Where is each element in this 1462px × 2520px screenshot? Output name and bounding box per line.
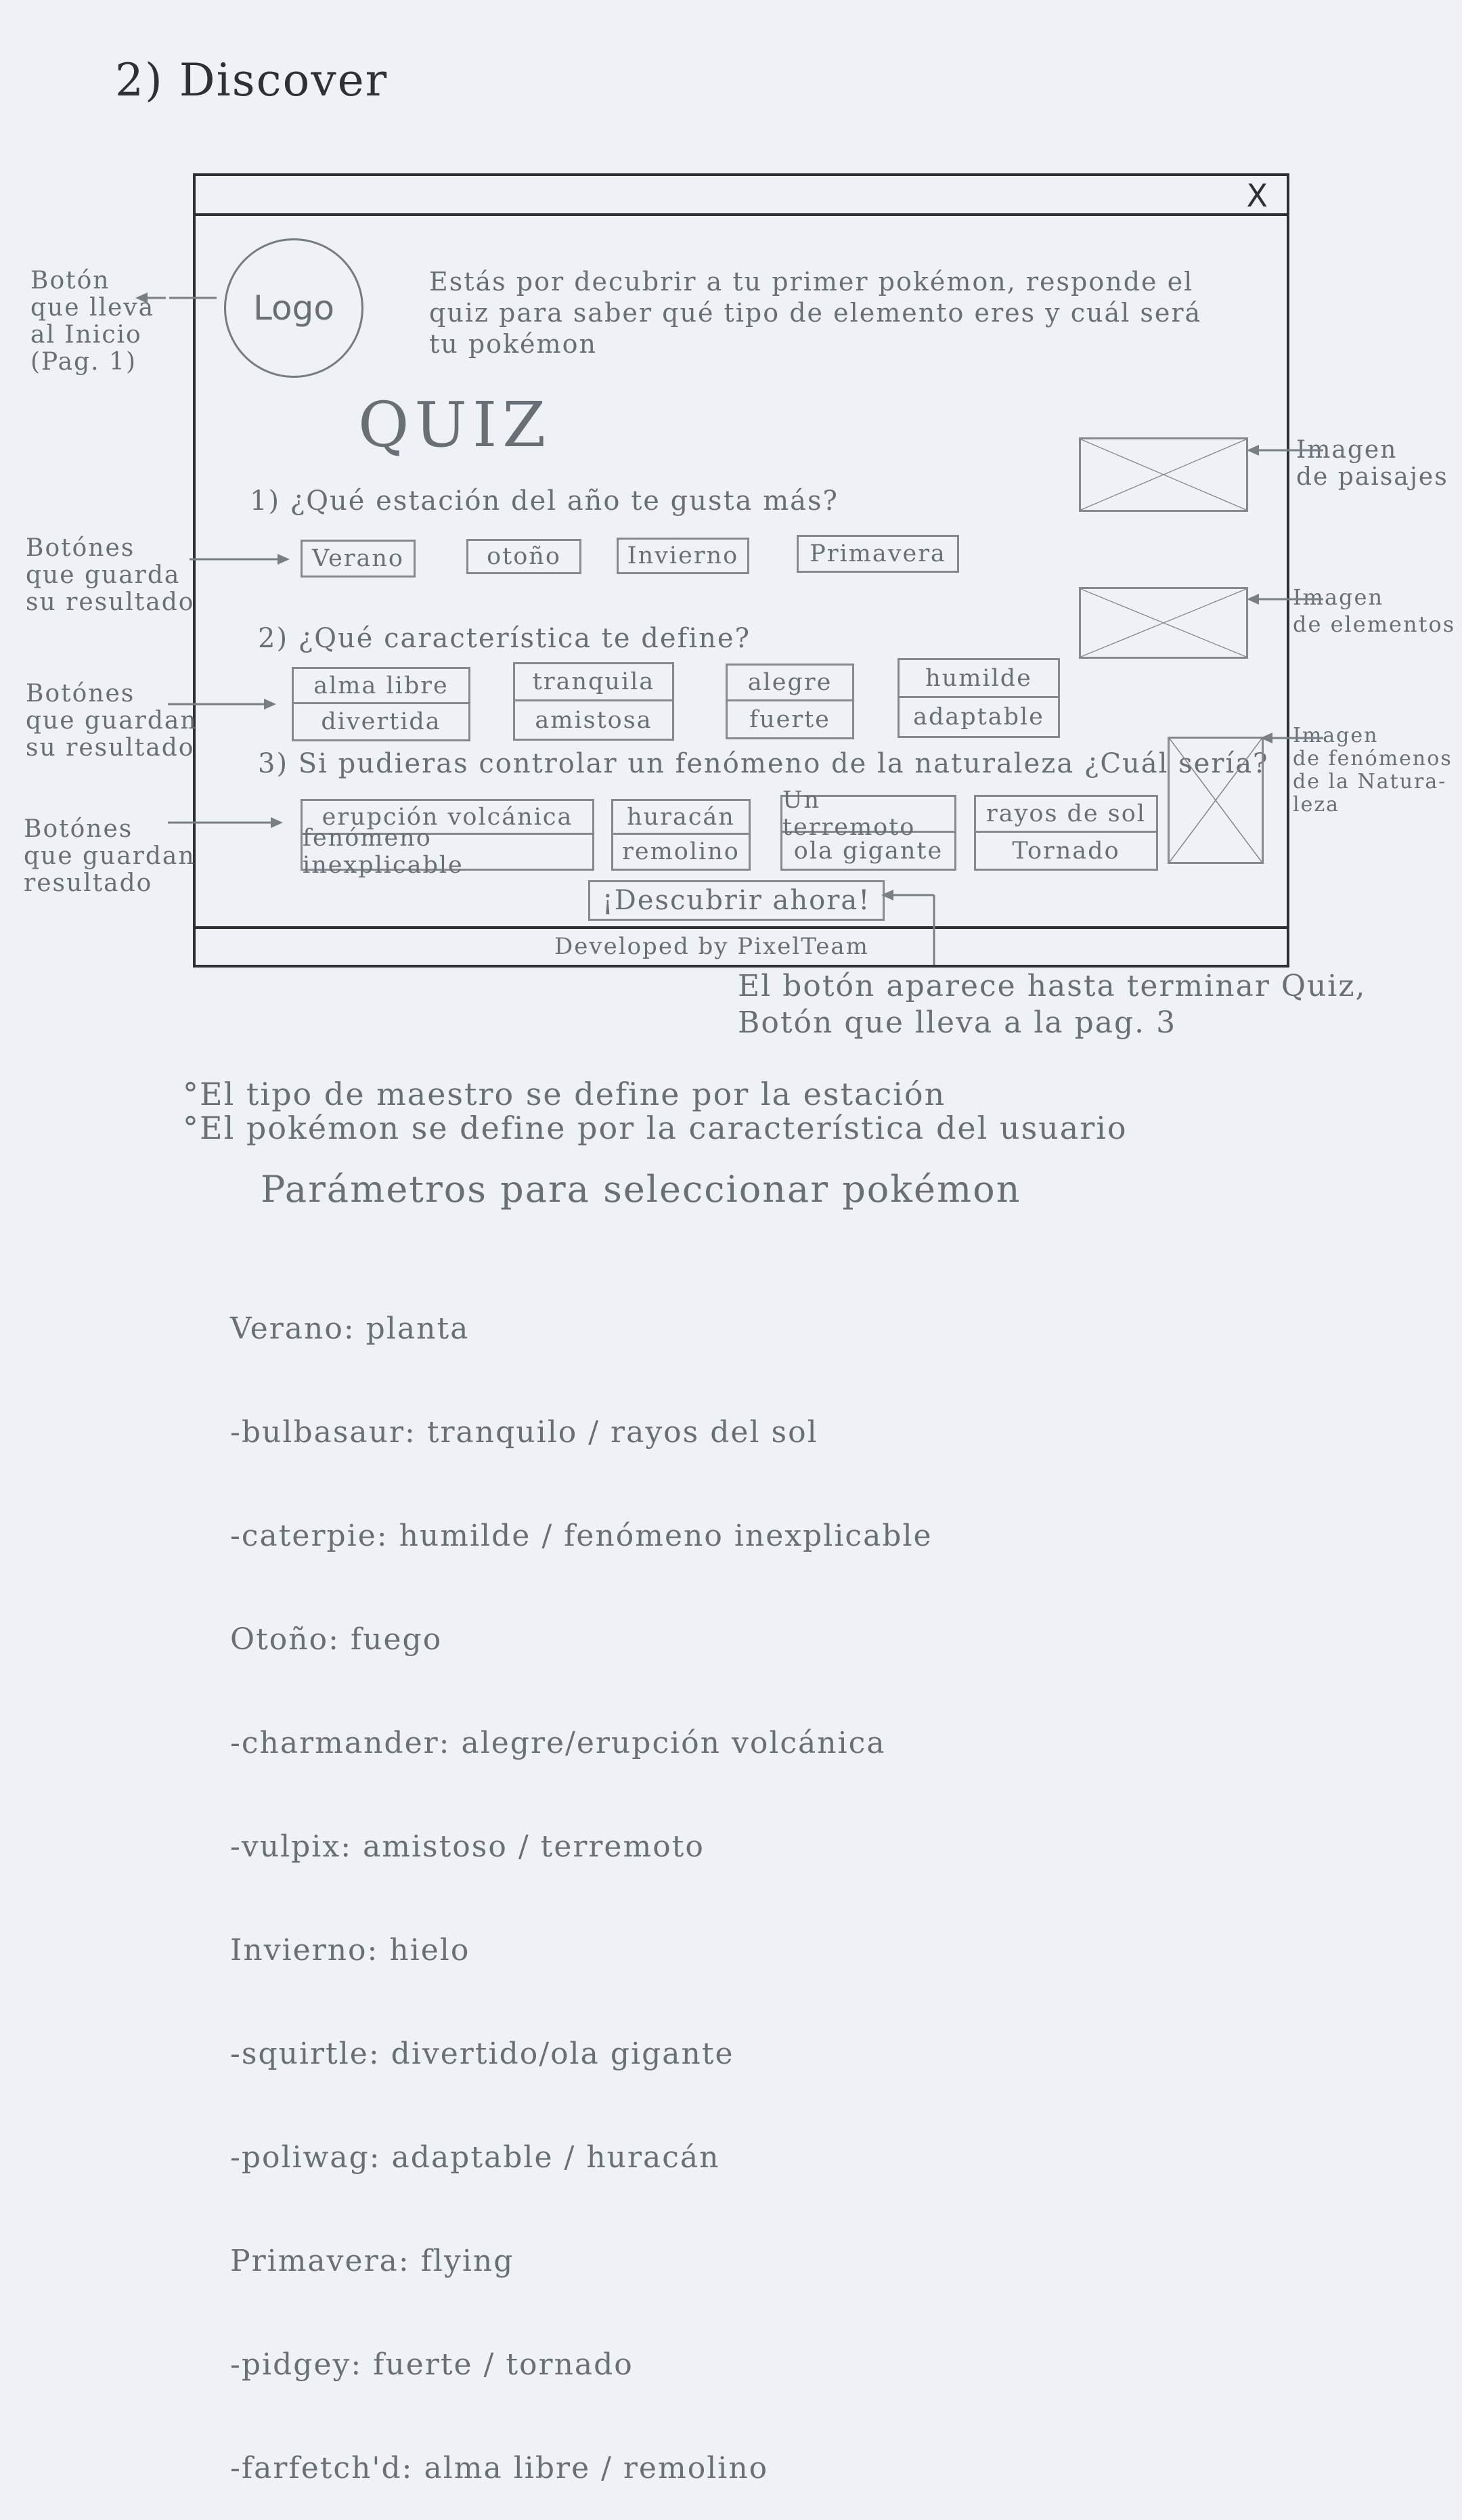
option-divertida[interactable]: divertida <box>321 708 441 735</box>
app-window: X Logo Estás por decubrir a tu primer po… <box>193 173 1289 968</box>
image-placeholder-fenomenos <box>1168 737 1264 864</box>
annotation-cta: El botón aparece hasta terminar Quiz, Bo… <box>738 969 1367 1040</box>
page-title: 2) Discover <box>115 54 389 106</box>
title-bar: X <box>196 176 1287 216</box>
list-item: -charmander: alegre/erupción volcánica <box>230 1726 886 1760</box>
option-alma-libre[interactable]: alma libre <box>294 669 468 704</box>
annotation-q2-buttons: Botónes que guardan su resultado <box>26 680 198 762</box>
pair-q2-1: alma libre divertida <box>292 667 470 741</box>
pair-q2-2: tranquila amistosa <box>513 662 674 741</box>
pair-q3-1: erupción volcánica fenómeno inexplicable <box>301 799 594 879</box>
list-item: -poliwag: adaptable / huracán <box>230 2140 720 2175</box>
list-item: -pidgey: fuerte / tornado <box>230 2347 634 2382</box>
image-placeholder-paisajes <box>1079 437 1248 512</box>
annotation-q1-buttons: Botónes que guarda su resultado <box>26 534 195 616</box>
option-rayos-de-sol[interactable]: rayos de sol <box>976 797 1156 833</box>
list-item: Otoño: fuego <box>230 1622 443 1657</box>
pair-q3-2: huracán remolino <box>611 799 751 871</box>
option-otono[interactable]: otoño <box>466 539 581 574</box>
question-2: 2) ¿Qué característica te define? <box>258 623 751 654</box>
list-item: Verano: planta <box>230 1311 470 1346</box>
option-tornado[interactable]: Tornado <box>1012 837 1120 865</box>
annotation-imagen-paisajes: Imagen de paisajes <box>1296 436 1448 491</box>
pair-q2-4: humilde adaptable <box>898 658 1060 738</box>
annotation-imagen-fenomenos: Imagen de fenómenos de la Natura- leza <box>1293 724 1453 817</box>
annotation-q3-buttons: Botónes que guardan resultado <box>24 815 196 897</box>
option-fuerte[interactable]: fuerte <box>749 705 830 733</box>
option-remolino[interactable]: remolino <box>622 838 740 865</box>
option-terremoto[interactable]: Un terremoto <box>782 787 954 841</box>
question-1: 1) ¿Qué estación del año te gusta más? <box>250 485 839 517</box>
option-alegre[interactable]: alegre <box>728 666 852 701</box>
discover-now-button[interactable]: ¡Descubrir ahora! <box>588 880 885 921</box>
note-bullet-1: °El tipo de maestro se define por la est… <box>183 1076 946 1112</box>
list-item: -bulbasaur: tranquilo / rayos del sol <box>230 1415 818 1450</box>
params-list: Verano: planta -bulbasaur: tranquilo / r… <box>230 1242 933 2520</box>
pair-q2-3: alegre fuerte <box>726 664 854 739</box>
option-ola-gigante[interactable]: ola gigante <box>793 837 944 865</box>
image-placeholder-elementos <box>1079 587 1248 659</box>
option-invierno[interactable]: Invierno <box>617 538 749 574</box>
list-item: -squirtle: divertido/ola gigante <box>230 2037 734 2071</box>
annotation-logo-button: Botón que lleva al Inicio (Pag. 1) <box>30 267 155 376</box>
pair-q3-4: rayos de sol Tornado <box>974 795 1158 871</box>
annotation-imagen-elementos: Imagen de elementos <box>1293 584 1456 637</box>
question-3: 3) Si pudieras controlar un fenómeno de … <box>258 748 1269 779</box>
list-item: -farfetch'd: alma libre / remolino <box>230 2451 769 2485</box>
list-item: Invierno: hielo <box>230 1933 470 1968</box>
quiz-title: QUIZ <box>358 389 552 461</box>
option-huracan[interactable]: huracán <box>613 801 749 835</box>
option-fenomeno-inexplicable[interactable]: fenómeno inexplicable <box>303 825 464 879</box>
list-item: Primavera: flying <box>230 2244 514 2278</box>
params-title: Parámetros para seleccionar pokémon <box>261 1168 1021 1211</box>
footer-text: Developed by PixelTeam <box>554 933 869 960</box>
option-humilde[interactable]: humilde <box>900 660 1058 698</box>
list-item: -caterpie: humilde / fenómeno inexplicab… <box>230 1519 933 1553</box>
close-icon[interactable]: X <box>1246 177 1268 214</box>
option-verano[interactable]: Verano <box>301 540 416 578</box>
intro-text: Estás por decubrir a tu primer pokémon, … <box>429 267 1202 359</box>
pair-q3-3: Un terremoto ola gigante <box>780 787 956 871</box>
option-erupcion-volcanica[interactable]: erupción volcánica <box>303 801 592 835</box>
list-item: -vulpix: amistoso / terremoto <box>230 1829 705 1864</box>
footer-divider <box>196 926 1287 929</box>
note-bullet-2: °El pokémon se define por la característ… <box>183 1110 1128 1146</box>
option-adaptable[interactable]: adaptable <box>913 703 1044 731</box>
option-amistosa[interactable]: amistosa <box>535 706 652 734</box>
option-tranquila[interactable]: tranquila <box>515 664 672 701</box>
option-primavera[interactable]: Primavera <box>797 535 959 573</box>
logo-button[interactable]: Logo <box>224 238 363 378</box>
